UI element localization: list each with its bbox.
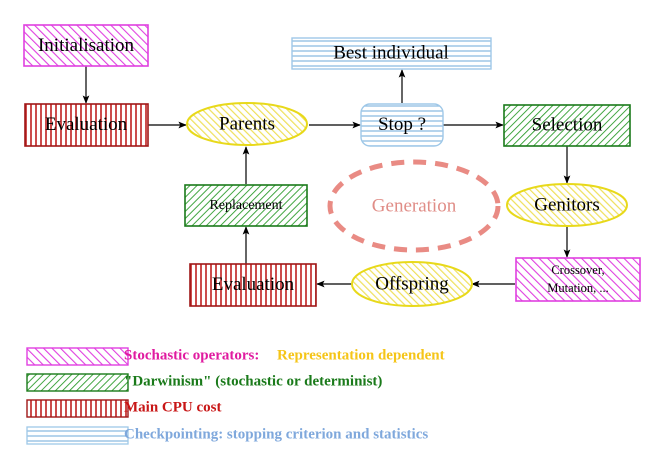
- legend-item-darwinism: "Darwinism" (stochastic or determinist): [26, 373, 382, 392]
- initialisation-label: Initialisation: [38, 35, 135, 56]
- selection-box: [503, 104, 631, 147]
- legend-swatch-red-vertical: [26, 399, 129, 418]
- legend-label-main-cpu-cost: Main CPU cost: [124, 399, 222, 415]
- legend-item-checkpointing: Checkpointing: stopping criterion and st…: [26, 426, 428, 445]
- best-individual-label: Best individual: [333, 42, 449, 63]
- node-parents[interactable]: Parents: [186, 102, 308, 146]
- legend-label-stochastic-operators: Stochastic operators:: [124, 347, 259, 363]
- diagram-edges: [82, 66, 571, 288]
- node-initialisation[interactable]: Initialisation: [23, 24, 149, 67]
- best-individual-box: [291, 37, 492, 70]
- node-selection[interactable]: Selection: [503, 104, 631, 147]
- evaluation-bottom-label: Evaluation: [212, 274, 295, 295]
- node-offspring[interactable]: Offspring: [351, 261, 473, 307]
- node-generation: Generation: [327, 159, 501, 253]
- crossover-box: [515, 257, 641, 302]
- stop-label: Stop ?: [378, 114, 426, 135]
- legend-swatch-magenta-diagonal: [26, 347, 129, 366]
- legend-label-representation-dependent: Representation dependent: [277, 347, 445, 363]
- generation-label: Generation: [372, 195, 457, 216]
- legend-swatch-blue-horizontal: [26, 426, 129, 445]
- selection-label: Selection: [532, 114, 603, 135]
- node-best-individual[interactable]: Best individual: [291, 37, 492, 70]
- legend: Stochastic operators: Representation dep…: [26, 347, 445, 445]
- initialisation-box: [23, 24, 149, 67]
- generation-dashed-ellipse: [327, 159, 501, 253]
- node-evaluation-top[interactable]: Evaluation: [24, 103, 149, 147]
- node-genitors[interactable]: Genitors: [506, 183, 628, 227]
- crossover-label-line1: Crossover,: [551, 263, 604, 277]
- parents-ellipse: [186, 102, 308, 146]
- genitors-label: Genitors: [534, 194, 599, 215]
- node-evaluation-bottom[interactable]: Evaluation: [189, 263, 317, 307]
- genitors-ellipse: [506, 183, 628, 227]
- legend-item-cpu-cost: Main CPU cost: [26, 399, 222, 418]
- legend-swatch-green-diagonal: [26, 373, 129, 392]
- legend-label-darwinism: "Darwinism" (stochastic or determinist): [124, 373, 382, 389]
- offspring-label: Offspring: [375, 273, 449, 294]
- evaluation-bottom-box: [189, 263, 317, 307]
- evaluation-top-box: [24, 103, 149, 147]
- offspring-ellipse: [351, 261, 473, 307]
- replacement-box: [184, 184, 308, 227]
- evaluation-top-label: Evaluation: [45, 114, 128, 135]
- legend-item-stochastic: Stochastic operators: Representation dep…: [26, 347, 445, 366]
- node-replacement[interactable]: Replacement: [184, 184, 308, 227]
- replacement-label: Replacement: [209, 198, 282, 213]
- crossover-label-line2: Mutation, ...: [547, 281, 608, 295]
- node-stop[interactable]: Stop ?: [360, 103, 444, 147]
- node-crossover-mutation[interactable]: Crossover, Mutation, ...: [515, 257, 641, 302]
- stop-box: [360, 103, 444, 147]
- parents-label: Parents: [219, 113, 275, 134]
- legend-label-checkpointing: Checkpointing: stopping criterion and st…: [124, 426, 428, 442]
